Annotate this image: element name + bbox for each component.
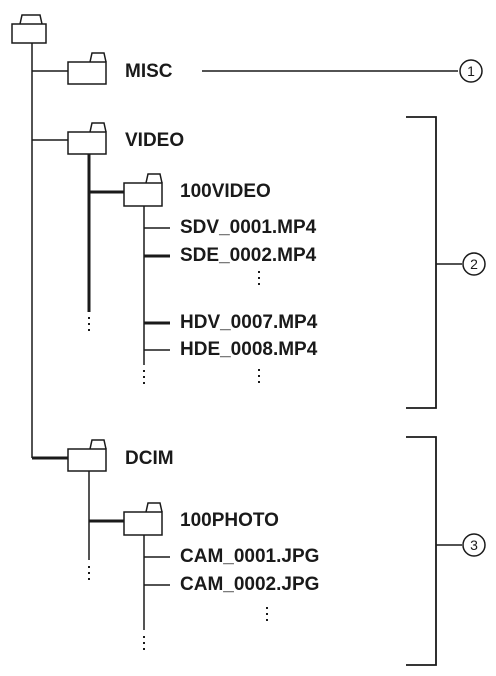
video-file-label: SDV_0001.MP4 bbox=[180, 217, 317, 238]
video-file-label: HDV_0007.MP4 bbox=[180, 312, 318, 333]
vertical-ellipsis-icon bbox=[258, 271, 260, 285]
dcim-folder-label: DCIM bbox=[125, 448, 174, 469]
bracket-2 bbox=[406, 116, 437, 409]
100photo-folder-icon bbox=[123, 502, 163, 536]
video-file-label: SDE_0002.MP4 bbox=[180, 245, 317, 266]
root-folder-icon bbox=[11, 14, 47, 44]
video-folder-icon bbox=[67, 122, 107, 155]
misc-folder-label: MISC bbox=[125, 61, 173, 82]
callout-1-number: 1 bbox=[467, 63, 475, 79]
vertical-ellipsis-icon bbox=[143, 370, 145, 384]
vertical-ellipsis-icon bbox=[88, 317, 90, 331]
100video-folder-label: 100VIDEO bbox=[180, 181, 271, 202]
callout-2-circle bbox=[462, 252, 486, 276]
callout-1-circle bbox=[459, 59, 483, 83]
vertical-ellipsis-icon bbox=[266, 607, 268, 621]
dcim-folder-icon bbox=[67, 439, 107, 472]
callout-2-number: 2 bbox=[470, 256, 478, 272]
vertical-ellipsis-icon bbox=[143, 636, 145, 650]
photo-file-label: CAM_0002.JPG bbox=[180, 574, 320, 595]
vertical-ellipsis-icon bbox=[258, 369, 260, 383]
photo-file-label: CAM_0001.JPG bbox=[180, 546, 320, 567]
misc-folder-icon bbox=[67, 52, 107, 85]
callout-3-number: 3 bbox=[470, 537, 478, 553]
100video-folder-icon bbox=[123, 173, 163, 207]
bracket-3 bbox=[406, 436, 437, 666]
callout-3-circle bbox=[462, 533, 486, 557]
video-file-label: HDE_0008.MP4 bbox=[180, 339, 318, 360]
video-folder-label: VIDEO bbox=[125, 130, 185, 151]
vertical-ellipsis-icon bbox=[88, 566, 90, 580]
100photo-folder-label: 100PHOTO bbox=[180, 510, 279, 531]
